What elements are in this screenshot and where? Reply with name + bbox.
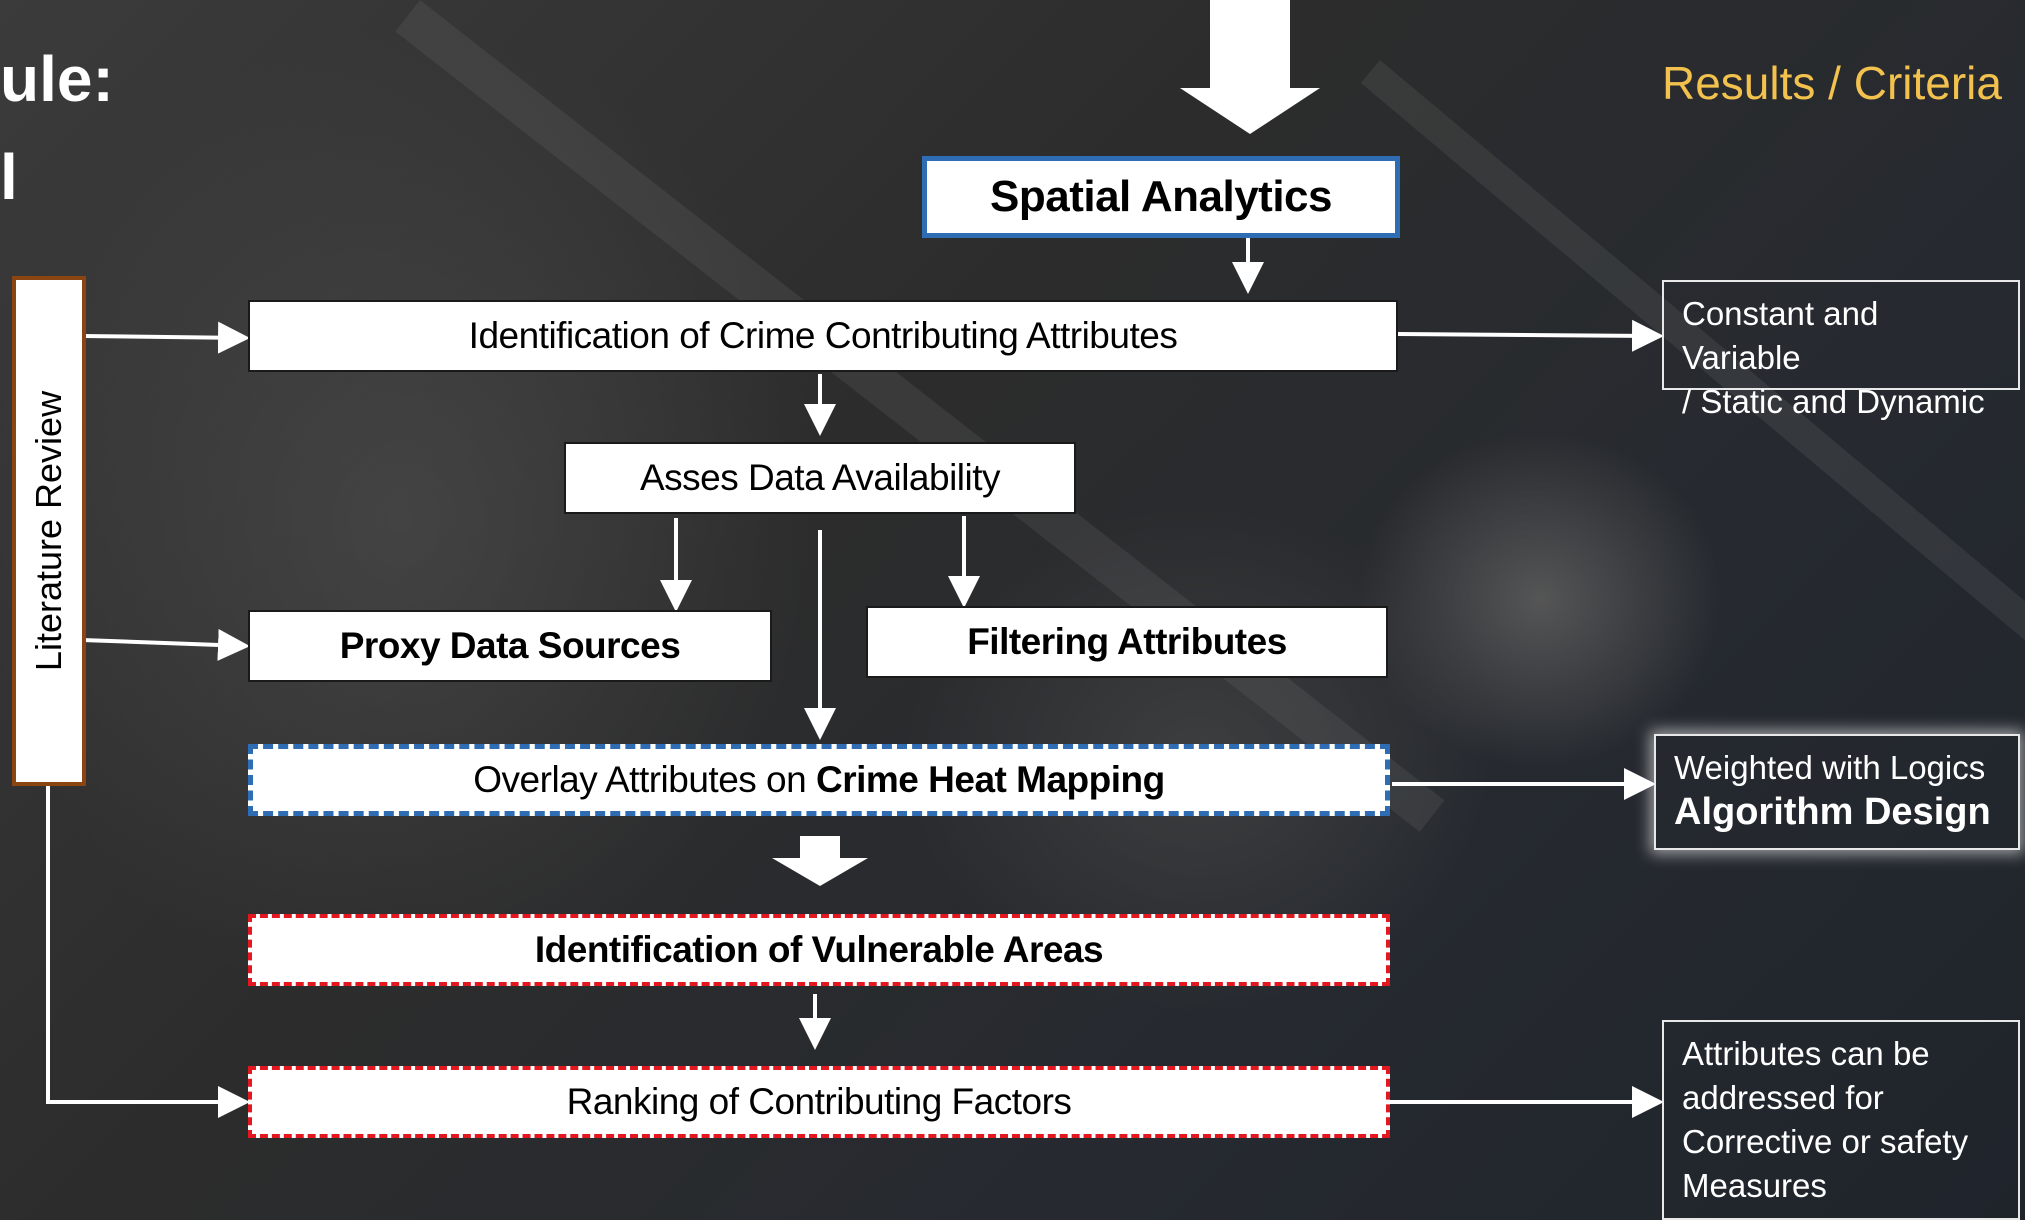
- thick-down-arrow: [772, 836, 868, 886]
- result-attributes-line3: Corrective or safety: [1682, 1123, 1969, 1160]
- arrow-lit-to-proxy: [81, 628, 250, 661]
- result-attributes-addressed: Attributes can be addressed for Correcti…: [1662, 1020, 2020, 1220]
- ranking-box: Ranking of Contributing Factors: [248, 1066, 1390, 1138]
- overlay-label-bold: Crime Heat Mapping: [816, 759, 1165, 800]
- slide-title-line2: l: [0, 141, 18, 213]
- proxy-data-label: Proxy Data Sources: [339, 625, 681, 666]
- results-criteria-heading: Results / Criteria: [1662, 57, 2002, 109]
- identification-label: Identification of Crime Contributing Att…: [468, 315, 1178, 356]
- asses-data-label: Asses Data Availability: [639, 457, 1001, 498]
- ranking-label: Ranking of Contributing Factors: [566, 1081, 1072, 1122]
- result-constant-variable: Constant and Variable / Static and Dynam…: [1662, 280, 2020, 420]
- big-down-arrow: [1180, 0, 1320, 134]
- result-attributes-line4: Measures: [1682, 1167, 1827, 1204]
- result-constant-line2: / Static and Dynamic: [1682, 383, 1985, 420]
- result-weighted-algorithm: Weighted with Logics Algorithm Design: [1654, 734, 2020, 850]
- asses-data-box: Asses Data Availability: [564, 442, 1076, 514]
- result-weighted-line1: Weighted with Logics: [1674, 749, 1986, 786]
- arrow-lit-to-ranking: [46, 786, 250, 1118]
- proxy-data-box: Proxy Data Sources: [248, 610, 772, 682]
- overlay-box: Overlay Attributes on Crime Heat Mapping: [248, 744, 1390, 816]
- filtering-box: Filtering Attributes: [866, 606, 1388, 678]
- vulnerable-areas-label: Identification of Vulnerable Areas: [534, 929, 1104, 970]
- vulnerable-areas-box: Identification of Vulnerable Areas: [248, 914, 1390, 986]
- arrow-lit-to-identification: [81, 321, 250, 354]
- literature-review-label: Literature Review: [28, 390, 69, 672]
- arrow-identification-to-constant: [1397, 319, 1664, 352]
- literature-review-bar: Literature Review: [12, 276, 86, 786]
- spatial-analytics-label: Spatial Analytics: [990, 172, 1333, 221]
- overlay-label-prefix: Overlay Attributes on: [473, 759, 816, 800]
- slide-title-line1: ule:: [0, 43, 114, 115]
- result-attributes-line1: Attributes can be: [1682, 1035, 1930, 1072]
- result-constant-line1: Constant and Variable: [1682, 295, 1879, 376]
- result-attributes-line2: addressed for: [1682, 1079, 1884, 1116]
- identification-box: Identification of Crime Contributing Att…: [248, 300, 1398, 372]
- spatial-analytics-box: Spatial Analytics: [922, 156, 1400, 238]
- result-weighted-line2: Algorithm Design: [1674, 791, 1991, 833]
- filtering-label: Filtering Attributes: [967, 621, 1287, 662]
